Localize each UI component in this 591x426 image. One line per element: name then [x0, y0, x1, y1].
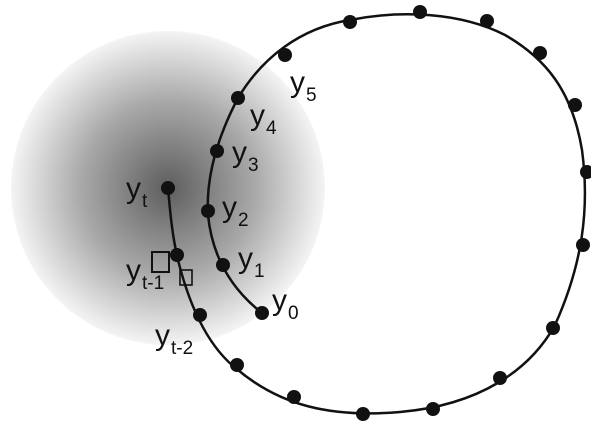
- point-y2: [201, 204, 215, 218]
- point: [568, 98, 582, 112]
- point: [576, 238, 590, 252]
- point: [426, 402, 440, 416]
- label-y1: y1: [238, 242, 265, 282]
- label-yt: yt: [126, 172, 148, 212]
- label-y3: y3: [232, 136, 259, 176]
- point-y3: [210, 144, 224, 158]
- point-yt-2: [193, 308, 207, 322]
- point-yt: [161, 181, 175, 195]
- label-y2: y2: [222, 191, 249, 231]
- point: [493, 371, 507, 385]
- glyph-box-small: [179, 269, 193, 286]
- point: [287, 390, 301, 404]
- point: [413, 5, 427, 19]
- trajectory-points: [161, 5, 591, 421]
- point: [278, 48, 292, 62]
- point: [343, 15, 357, 29]
- label-y5: y5: [290, 66, 317, 106]
- point: [480, 14, 494, 28]
- point-y4: [231, 91, 245, 105]
- point: [533, 46, 547, 60]
- point: [230, 358, 244, 372]
- point: [356, 407, 370, 421]
- point: [580, 165, 591, 179]
- label-y0: y0: [272, 284, 299, 324]
- label-yt-2: yt-2: [155, 319, 193, 359]
- point-y0: [255, 306, 269, 320]
- point-yt-1: [170, 248, 184, 262]
- point-y1: [216, 258, 230, 272]
- glyph-box-large: [151, 251, 170, 273]
- label-yt-1: yt-1: [126, 254, 164, 294]
- label-y4: y4: [250, 99, 277, 139]
- point: [546, 321, 560, 335]
